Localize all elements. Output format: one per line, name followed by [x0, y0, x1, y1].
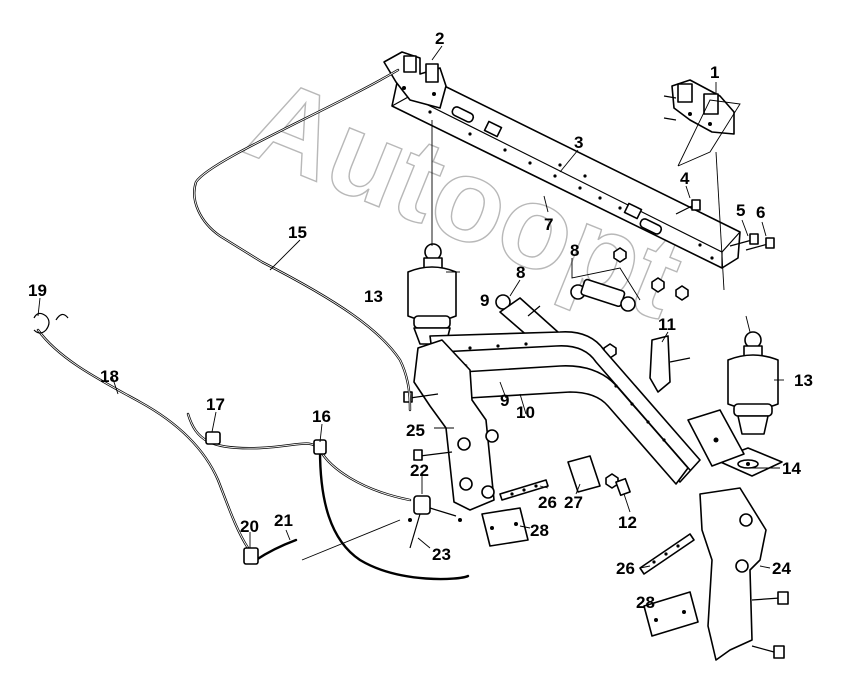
mount-bracket-left [383, 51, 447, 109]
callout-6: 6 [756, 203, 765, 222]
bolt-12 [615, 477, 631, 497]
mount-bracket-right [663, 79, 735, 135]
bracket-11 [649, 335, 691, 393]
callout-28-lower: 28 [636, 593, 655, 612]
air-spring-right [727, 331, 779, 435]
callout-2: 2 [435, 29, 444, 48]
shock-absorber-upper [570, 278, 636, 312]
callout-14: 14 [782, 459, 801, 478]
height-control-valve [408, 495, 462, 549]
air-hose-15 [193, 68, 412, 412]
callout-10: 10 [516, 403, 535, 422]
leader-lines [37, 45, 784, 605]
callout-20: 20 [240, 517, 259, 536]
callout-27: 27 [564, 493, 583, 512]
callout-24: 24 [772, 559, 791, 578]
callout-26-lower: 26 [616, 559, 635, 578]
callout-13-left: 13 [364, 287, 383, 306]
plate-28-left [481, 507, 529, 547]
callout-3: 3 [574, 133, 583, 152]
air-hose-18 [36, 328, 250, 550]
trailing-arm [429, 331, 701, 485]
fitting-17 [205, 431, 221, 445]
callout-9-lower: 9 [500, 391, 509, 410]
beam-holes [428, 110, 714, 260]
callout-17: 17 [206, 395, 225, 414]
callout-25: 25 [406, 421, 425, 440]
callout-13-right: 13 [794, 371, 813, 390]
callout-8-left: 8 [516, 263, 525, 282]
bolt-4 [675, 199, 701, 215]
hanger-bracket-left [403, 339, 499, 511]
callout-16: 16 [312, 407, 331, 426]
fitting-19 [33, 312, 69, 334]
link-bar-26-upper [499, 479, 549, 501]
callout-1: 1 [710, 63, 719, 82]
fitting-16-tee [313, 439, 327, 455]
callout-labels: 1 2 3 4 5 6 7 8 8 9 9 10 11 12 13 13 14 … [28, 29, 813, 612]
callout-12: 12 [618, 513, 637, 532]
callout-5: 5 [736, 201, 745, 220]
callout-8-right: 8 [570, 241, 579, 260]
callout-11: 11 [658, 315, 676, 334]
bolt-6 [745, 237, 775, 251]
callout-23: 23 [432, 545, 451, 564]
fitting-20 [243, 547, 259, 565]
bolt-5 [729, 233, 759, 247]
callout-15: 15 [288, 223, 307, 242]
callout-7: 7 [544, 215, 553, 234]
link-bar-26-lower [639, 533, 695, 575]
callout-9-upper: 9 [480, 291, 489, 310]
callout-21: 21 [274, 511, 293, 530]
callout-26-upper: 26 [538, 493, 557, 512]
callout-19: 19 [28, 281, 47, 300]
bracket-27 [567, 455, 601, 493]
arm-end-bracket [687, 409, 745, 467]
hanger-bracket-right [699, 487, 789, 661]
air-hose-21 [254, 538, 298, 562]
callout-4: 4 [680, 169, 690, 188]
plate-28-right [643, 591, 699, 637]
callout-28-upper: 28 [530, 521, 549, 540]
callout-22: 22 [410, 461, 429, 480]
callout-18: 18 [100, 367, 119, 386]
